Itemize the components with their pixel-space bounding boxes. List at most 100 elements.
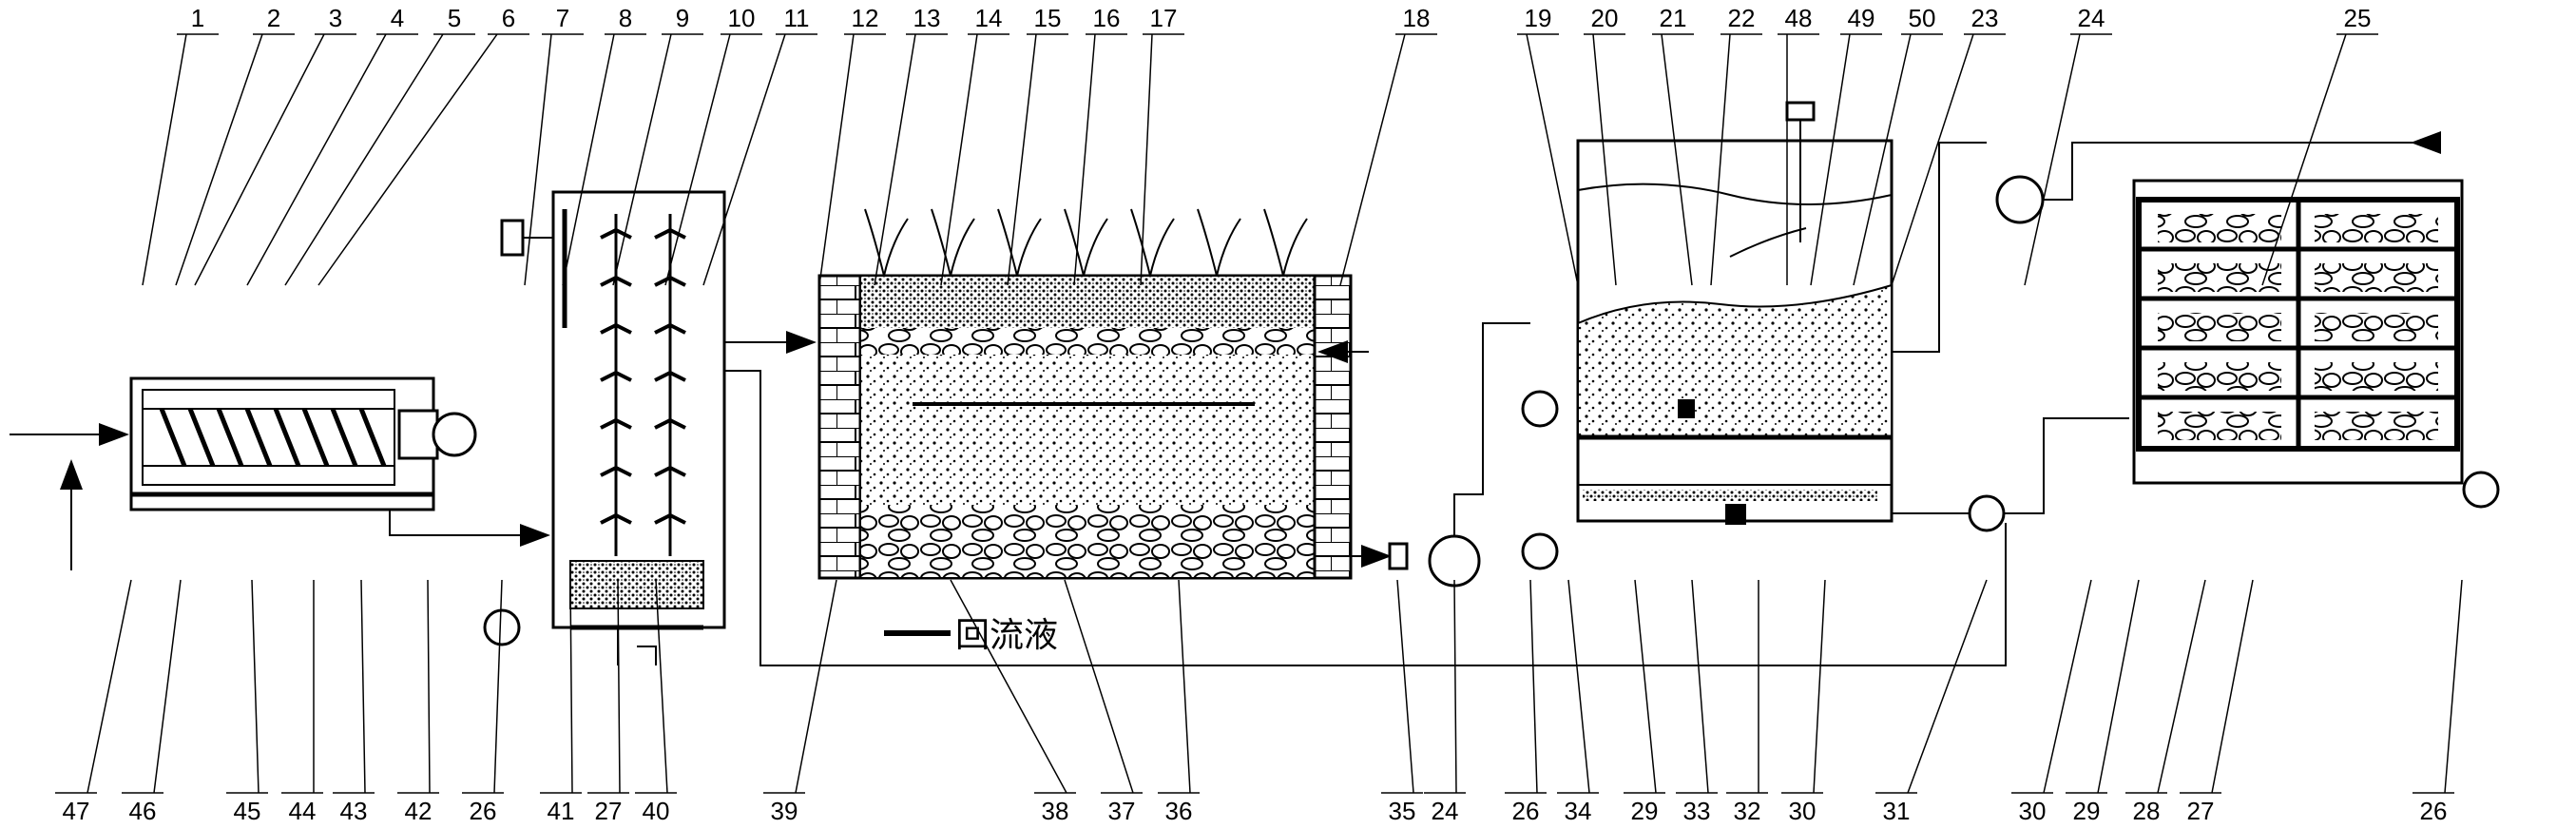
callout-leader: [1710, 33, 1762, 286]
callout-leader: [281, 580, 323, 794]
callout-leader: [1007, 33, 1068, 286]
callout-leader: [540, 579, 582, 794]
constructed-wetland: [817, 208, 1353, 580]
callout-leader: [587, 579, 629, 794]
callout-leader: [1726, 580, 1768, 794]
callout-leader: [1073, 33, 1127, 286]
callout-number: 42: [405, 797, 433, 825]
callout-number: 6: [502, 4, 515, 32]
callout-leader: [1517, 33, 1579, 286]
callout-number: 28: [2133, 797, 2161, 825]
callout-number: 49: [1848, 4, 1875, 32]
callout-number: 50: [1909, 4, 1936, 32]
callout-number: 39: [771, 797, 798, 825]
callout-leader: [1158, 579, 1200, 794]
callout-leader: [1810, 33, 1882, 286]
callout-leader: [1891, 33, 2006, 286]
callout-leader: [1778, 33, 1819, 285]
callout-leader: [1624, 579, 1665, 794]
callout-number: 29: [2073, 797, 2101, 825]
callout-number: 27: [2187, 797, 2215, 825]
callout-leader: [1140, 33, 1184, 286]
callout-leader: [2261, 33, 2378, 286]
callout-leader: [612, 33, 703, 286]
callout-leader: [874, 33, 948, 286]
callout-leader: [333, 579, 375, 794]
callout-number: 11: [784, 4, 810, 32]
callout-number: 1: [191, 4, 204, 32]
callout-leader: [397, 579, 439, 794]
callout-number: 3: [329, 4, 342, 32]
callout-number: 36: [1165, 797, 1193, 825]
callout-leader: [1853, 33, 1943, 286]
callout-leader: [562, 33, 646, 286]
callout-leader: [1676, 579, 1718, 794]
callout-leader: [1557, 579, 1599, 794]
callout-leader: [246, 33, 418, 286]
callout-number: 26: [1512, 797, 1540, 825]
callout-number: 48: [1785, 4, 1813, 32]
callout-number: 2: [267, 4, 280, 32]
callout-number: 23: [1971, 4, 1999, 32]
callout-leader: [1339, 33, 1437, 286]
callout-number: 8: [619, 4, 632, 32]
callout-number: 26: [2420, 797, 2448, 825]
callout-leader: [950, 579, 1076, 794]
callout-leader: [702, 33, 817, 286]
callout-number: 32: [1734, 797, 1761, 825]
screw-separator: [129, 376, 477, 511]
callout-leader: [818, 33, 886, 286]
callout-leader: [55, 579, 132, 794]
callout-leader: [2066, 579, 2140, 794]
callout-leader: [142, 33, 219, 286]
callout-leader: [1505, 579, 1547, 794]
callout-number: 5: [448, 4, 461, 32]
recycle-label: 回流液: [955, 616, 1058, 655]
biofilter-tank: [1521, 101, 1894, 570]
callout-leader: [664, 33, 762, 286]
callout-number: 47: [63, 797, 90, 825]
callout-number: 46: [129, 797, 157, 825]
callout-leader: [524, 33, 584, 286]
callout-leader: [2180, 579, 2254, 794]
callout-number: 10: [728, 4, 756, 32]
callout-number: 14: [975, 4, 1003, 32]
callout-number: 9: [676, 4, 689, 32]
callout-number: 22: [1728, 4, 1756, 32]
callout-leader: [1875, 579, 1988, 794]
callout-leader: [317, 33, 529, 286]
callout-number: 24: [2078, 4, 2105, 32]
callout-number: 12: [852, 4, 879, 32]
callout-number: 45: [234, 797, 261, 825]
callout-number: 21: [1660, 4, 1687, 32]
callout-leader: [2413, 579, 2463, 794]
callout-number: 30: [1789, 797, 1817, 825]
plant-column: [483, 190, 726, 665]
callout-number: 43: [340, 797, 368, 825]
callout-leader: [1064, 579, 1143, 794]
callout-leader: [1381, 579, 1423, 794]
callout-leader: [122, 579, 182, 794]
callout-number: 15: [1034, 4, 1062, 32]
callout-leader: [2125, 579, 2206, 794]
callout-number: 19: [1525, 4, 1552, 32]
callout-number: 25: [2344, 4, 2372, 32]
callout-leader: [940, 33, 1009, 286]
callout-leader: [1781, 579, 1826, 794]
callout-leader: [1652, 33, 1694, 286]
callout-number: 31: [1883, 797, 1911, 825]
callout-number: 18: [1403, 4, 1431, 32]
callout-leader: [462, 579, 504, 794]
callout-number: 35: [1389, 797, 1416, 825]
callout-number: 13: [913, 4, 941, 32]
callout-number: 7: [556, 4, 569, 32]
cultivation-rack: [2132, 179, 2500, 509]
callout-leader: [763, 579, 837, 794]
callout-leader: [1584, 33, 1625, 286]
callout-leader: [2024, 33, 2112, 286]
callout-number: 26: [470, 797, 497, 825]
callout-number: 34: [1565, 797, 1592, 825]
callout-leader: [635, 579, 677, 794]
callout-number: 20: [1591, 4, 1619, 32]
